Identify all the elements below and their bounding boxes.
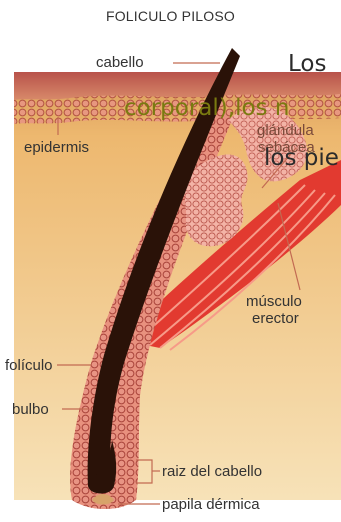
label-cabello: cabello — [96, 55, 144, 70]
label-foliculo: folículo — [5, 358, 53, 373]
label-raiz: raiz del cabello — [162, 464, 262, 479]
label-papila: papila dérmica — [162, 497, 260, 512]
overlay-text-line1: Los — [288, 53, 326, 76]
label-glandula-1: glándula — [257, 123, 314, 138]
overlay-text-line3: los pie — [264, 147, 339, 170]
label-musculo-1: músculo — [246, 294, 302, 309]
overlay-text-line2: corporal),los n — [124, 97, 289, 120]
label-epidermis: epidermis — [24, 140, 89, 155]
label-bulbo: bulbo — [12, 402, 49, 417]
label-musculo-2: erector — [252, 311, 299, 326]
